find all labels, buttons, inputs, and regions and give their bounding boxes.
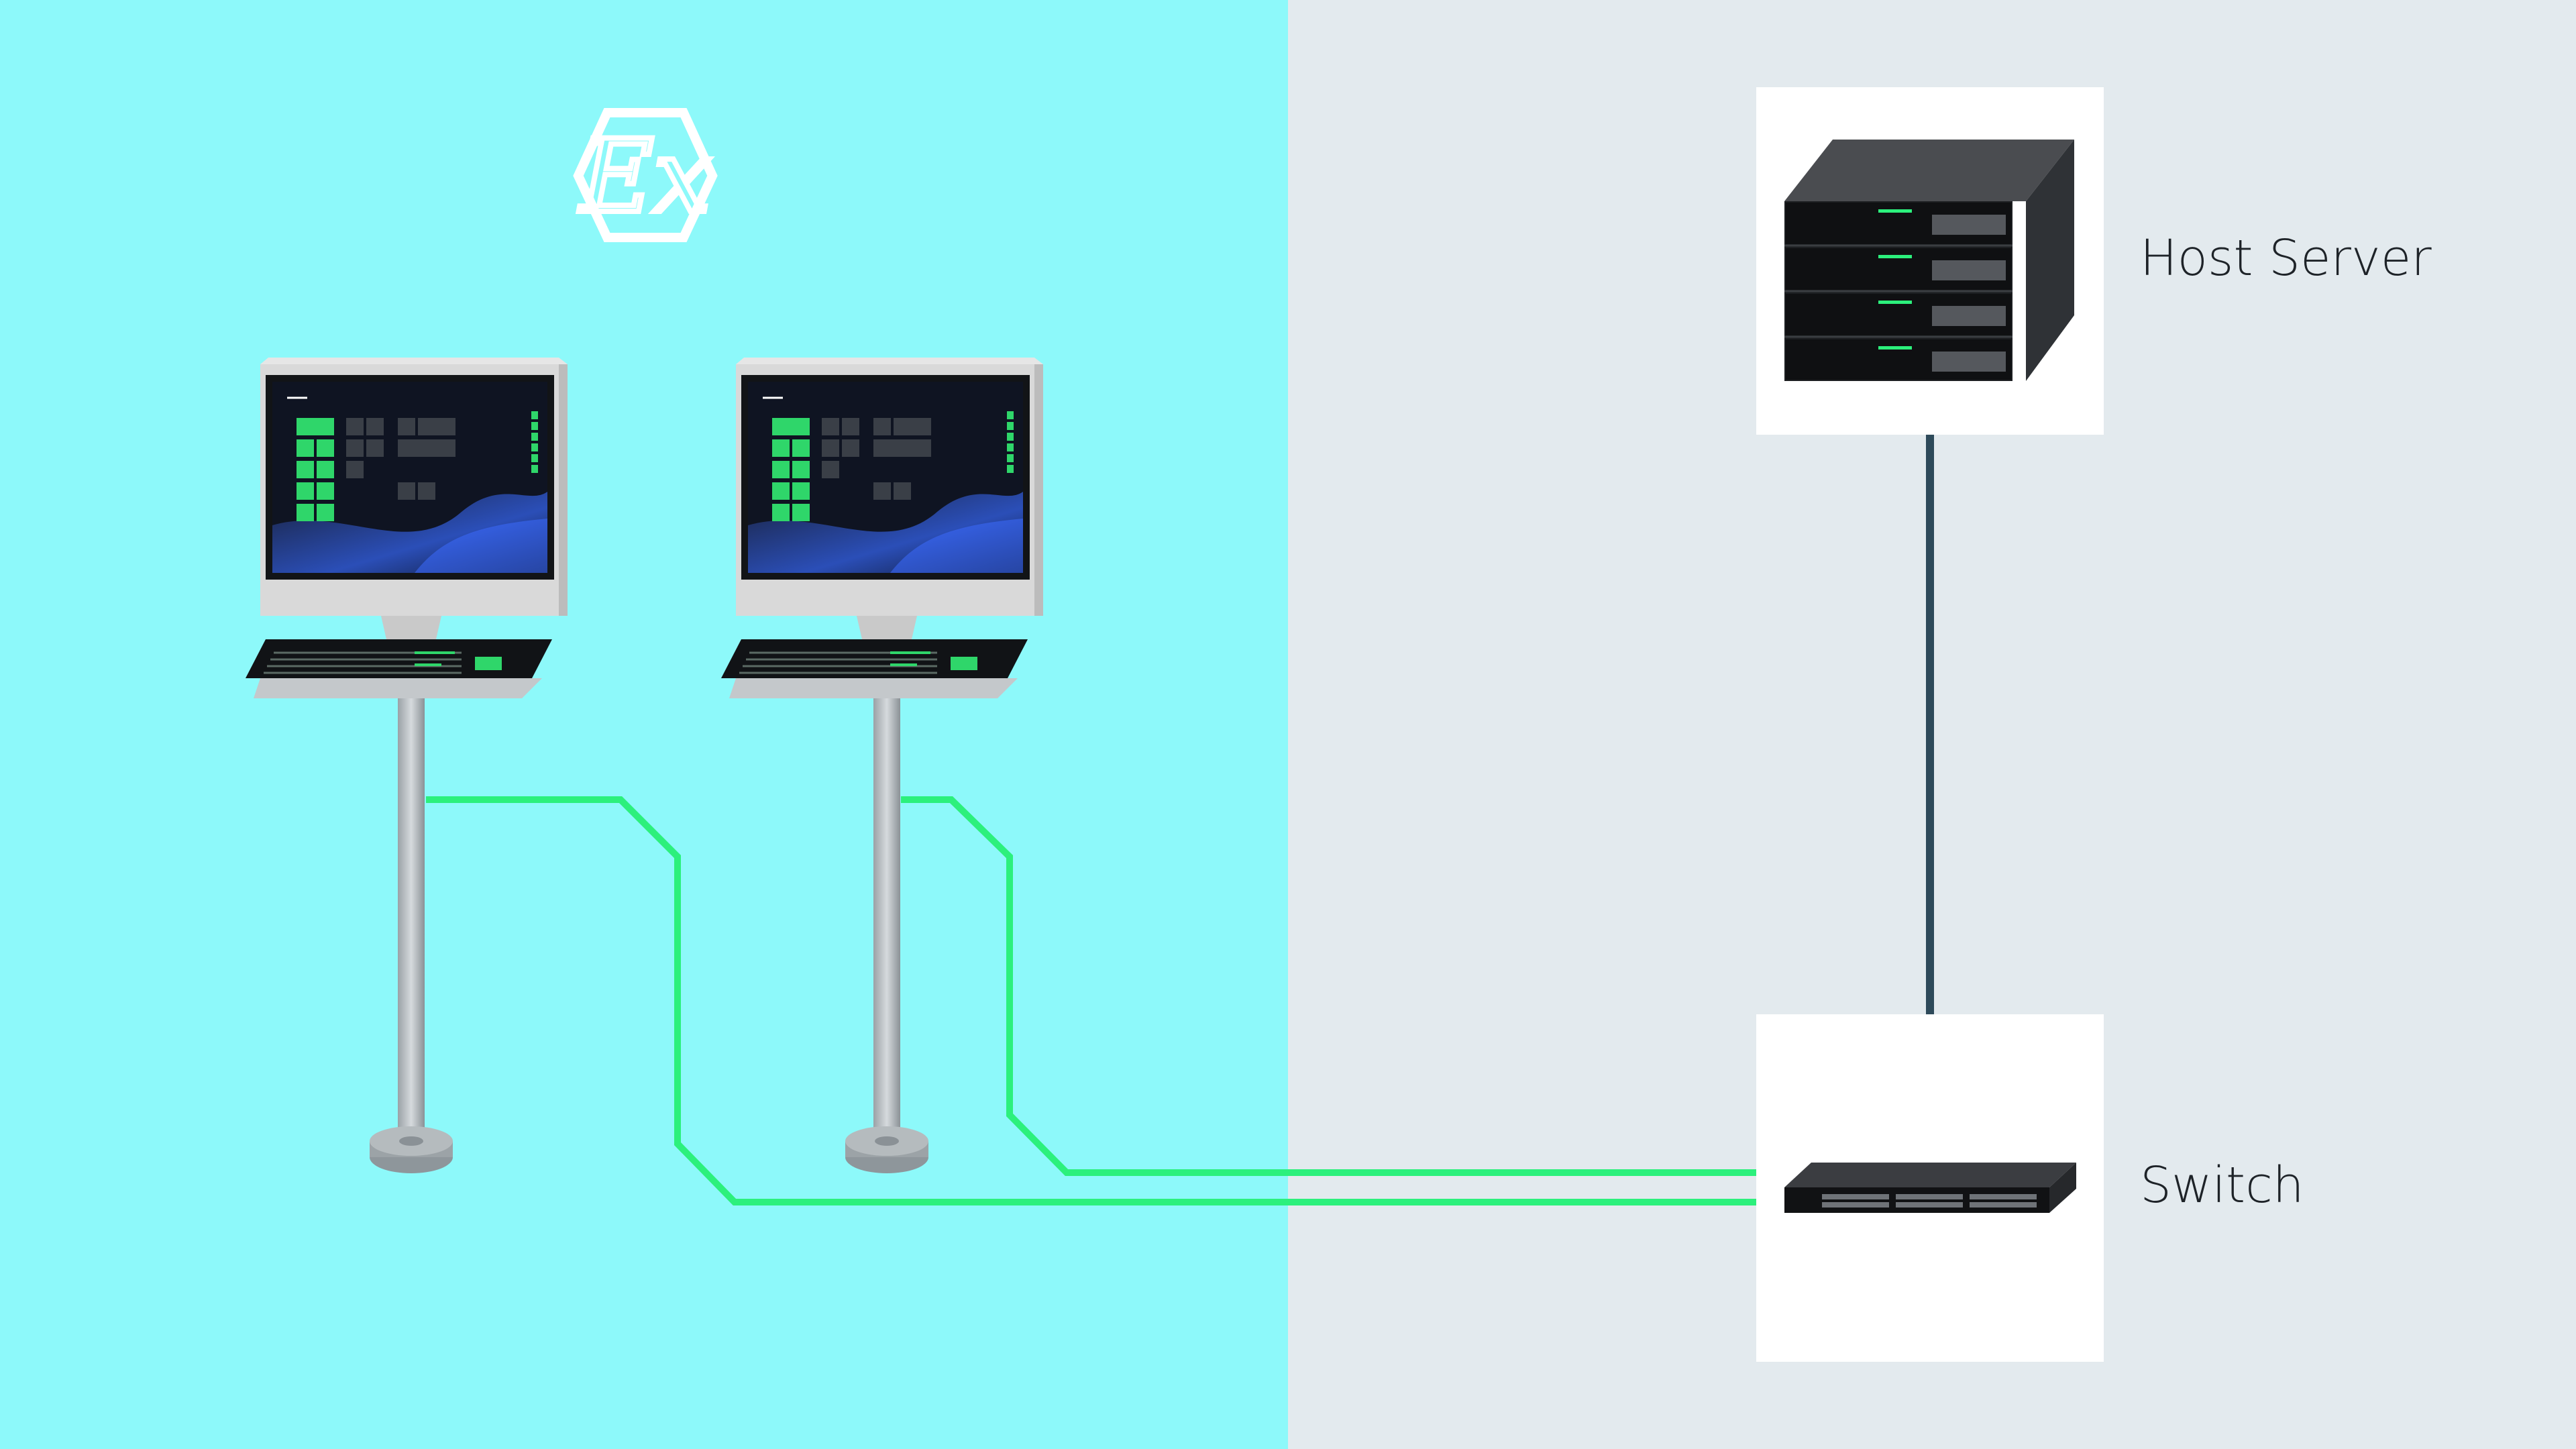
- switch-node: Switch: [1756, 1014, 2304, 1362]
- network-links: [426, 435, 1934, 1205]
- link-terminal-1-to-switch: [426, 796, 1756, 1205]
- host-server-label: Host Server: [2140, 229, 2432, 287]
- rack-server-icon: [1784, 140, 2074, 381]
- ex-mark-label: Ex: [578, 119, 710, 235]
- switch-label: Switch: [2140, 1157, 2304, 1214]
- host-server-node: Host Server: [1756, 87, 2432, 435]
- link-terminal-2-to-switch: [901, 796, 1756, 1176]
- ex-hazard-hexagon-icon: Ex: [573, 108, 718, 242]
- network-switch-icon: [1784, 1163, 2076, 1213]
